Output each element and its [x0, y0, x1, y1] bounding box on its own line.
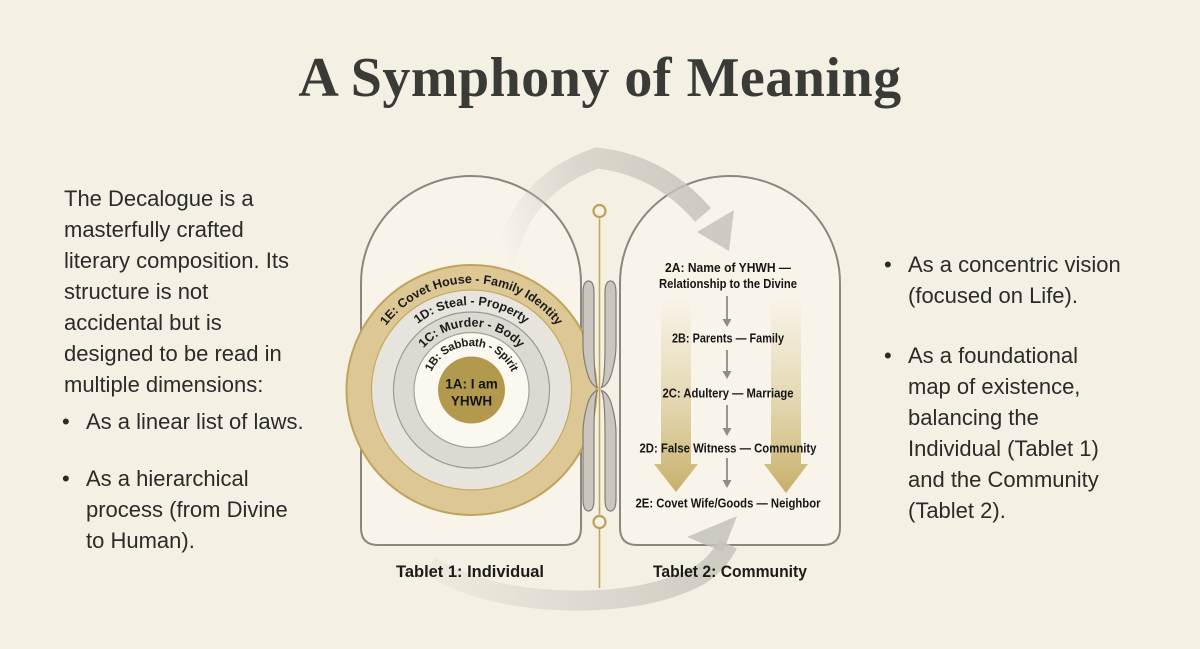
intro-line: The Decalogue is a [64, 186, 254, 211]
bullet-text: As a linear list of laws. [86, 406, 362, 437]
ring-center-label-line1: 1A: I am [445, 377, 498, 392]
tablet2-item-2a-line1: 2A: Name of YHWH — [665, 260, 791, 275]
tablet2-items: 2A: Name of YHWH — Relationship to the D… [636, 260, 821, 511]
intro-line: structure is not [64, 279, 209, 304]
descent-arrow-left-icon [654, 300, 698, 492]
bullet-line: process (from Divine [86, 497, 288, 522]
list-item: • As a linear list of laws. [62, 406, 362, 437]
descent-arrow-right-icon [764, 300, 808, 493]
bullet-line: Individual (Tablet 1) [908, 436, 1099, 461]
list-item: • As a foundational map of existence, ba… [884, 340, 1184, 526]
central-divider [582, 203, 617, 588]
divider-node-bottom-icon [592, 514, 607, 530]
bullet-line: to Human). [86, 528, 195, 553]
bullet-line: (Tablet 2). [908, 498, 1006, 523]
intro-line: accidental but is [64, 310, 222, 335]
intro-line: literary composition. Its [64, 248, 289, 273]
cycle-arrow-bottom-icon [424, 516, 737, 611]
bullet-dot-icon: • [884, 343, 892, 368]
right-bullet-list: • As a concentric vision (focused on Lif… [884, 249, 1184, 526]
ring-1a-core [438, 356, 505, 424]
tablet2-item-2c: 2C: Adultery — Marriage [663, 386, 794, 401]
bullet-line: balancing the [908, 405, 1039, 430]
tablet2-item-2e: 2E: Covet Wife/Goods — Neighbor [636, 496, 821, 511]
bullet-line: As a concentric vision [908, 252, 1121, 277]
cycle-arrow-top-icon [494, 147, 734, 265]
tablet2-item-2b: 2B: Parents — Family [672, 331, 785, 346]
bullet-dot-icon: • [62, 409, 70, 434]
down-arrow-icon [722, 350, 732, 379]
intro-line: masterfully crafted [64, 217, 244, 242]
bullet-line: and the Community [908, 467, 1099, 492]
left-bullet-list: • As a linear list of laws. • As a hiera… [62, 406, 362, 556]
bullet-dot-icon: • [62, 466, 70, 491]
descent-arrows [654, 300, 808, 493]
bullet-line: As a hierarchical [86, 466, 249, 491]
divider-node-top-icon [592, 203, 607, 219]
bullet-line: (focused on Life). [908, 283, 1078, 308]
down-arrow-icon [722, 296, 732, 327]
page-title: A Symphony of Meaning [298, 47, 902, 109]
down-arrow-icon [722, 458, 732, 488]
bullet-line: As a foundational [908, 343, 1079, 368]
bullet-text: As a concentric vision (focused on Life)… [908, 249, 1184, 311]
bullet-text: As a hierarchical process (from Divine t… [86, 463, 362, 556]
tablet2-caption: Tablet 2: Community [653, 562, 807, 581]
tablet-hinge-right-icon [600, 280, 617, 512]
bullet-text: As a foundational map of existence, bala… [908, 340, 1184, 526]
bullet-line: As a linear list of laws. [86, 409, 304, 434]
list-item: • As a concentric vision (focused on Lif… [884, 249, 1184, 311]
intro-paragraph: The Decalogue is a masterfully crafted l… [64, 183, 344, 400]
tablet1-caption: Tablet 1: Individual [396, 562, 544, 581]
bullet-line: map of existence, [908, 374, 1081, 399]
list-item: • As a hierarchical process (from Divine… [62, 463, 362, 556]
bullet-dot-icon: • [884, 252, 892, 277]
down-arrow-icon [722, 405, 732, 436]
ring-center-label-line2: YHWH [451, 394, 492, 409]
intro-line: designed to be read in [64, 341, 282, 366]
tablet-hinge-left-icon [582, 280, 599, 512]
step-arrows [722, 296, 732, 488]
tablet2-item-2d: 2D: False Witness — Community [640, 441, 818, 456]
concentric-rings: 1E: Covet House - Family Identity 1D: St… [345, 264, 598, 516]
tablet2-item-2a-line2: Relationship to the Divine [659, 276, 797, 291]
intro-line: multiple dimensions: [64, 372, 264, 397]
